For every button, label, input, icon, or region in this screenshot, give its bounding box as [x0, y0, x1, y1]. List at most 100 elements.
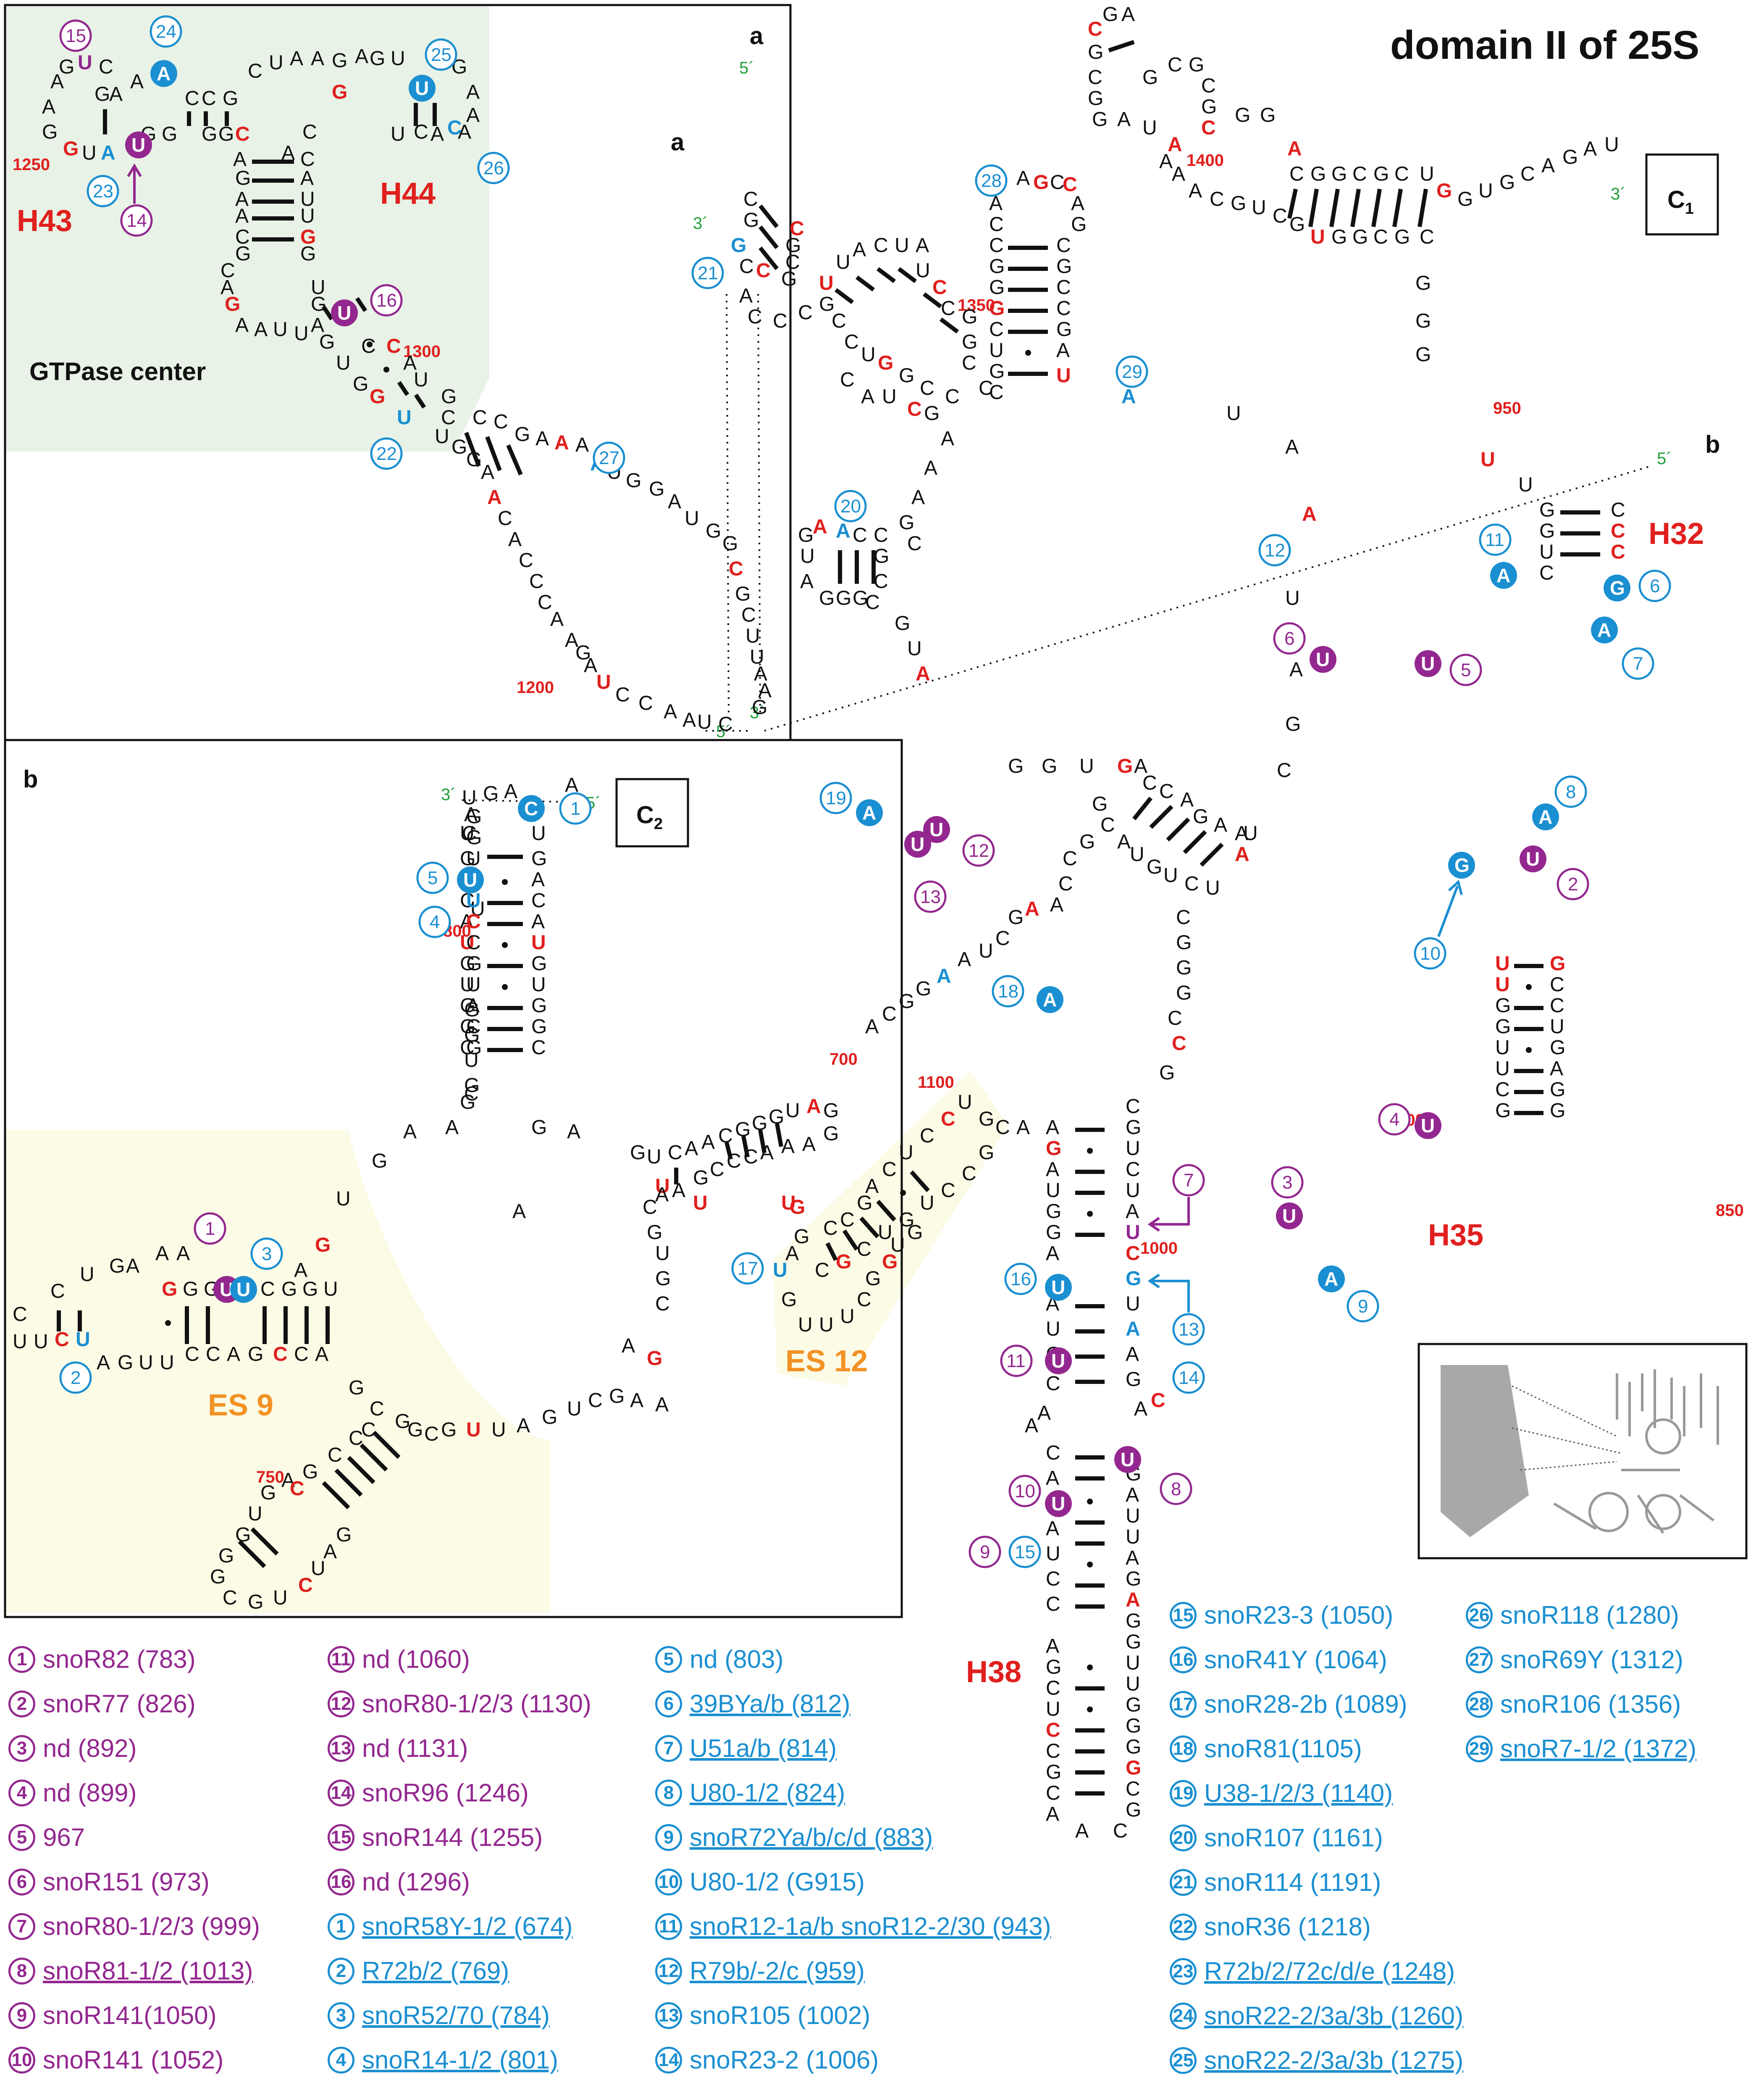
chain-connector: [726, 294, 730, 714]
svg-text:C: C: [185, 1343, 200, 1365]
pseudouridine-site-11: U: [1045, 1347, 1072, 1374]
svg-text:G: G: [1193, 806, 1208, 828]
pseudouridine-site-2: U: [1520, 845, 1546, 872]
svg-text:U: U: [273, 1587, 288, 1609]
svg-text:A: A: [315, 1343, 328, 1365]
legend-number-badge: 5: [8, 1824, 35, 1851]
callout-p16: 16: [370, 284, 403, 317]
svg-text:G: G: [1373, 163, 1389, 185]
svg-text:C: C: [743, 188, 758, 210]
svg-text:C: C: [1520, 163, 1535, 185]
svg-text:C: C: [1172, 1032, 1186, 1055]
svg-text:G: G: [916, 978, 931, 1000]
svg-text:A: A: [311, 314, 324, 336]
svg-text:C: C: [857, 1289, 872, 1311]
svg-text:A: A: [290, 47, 303, 70]
svg-text:26: 26: [483, 158, 504, 179]
svg-text:G: G: [1499, 171, 1515, 194]
svg-text:G: G: [1088, 41, 1103, 63]
svg-text:C: C: [1088, 66, 1102, 89]
svg-text:G: G: [1056, 318, 1072, 341]
legend-number-badge: 1: [8, 1646, 35, 1673]
svg-text:U: U: [1495, 953, 1510, 975]
svg-text:A: A: [1126, 1200, 1139, 1223]
svg-text:G: G: [162, 1278, 177, 1300]
svg-text:A: A: [466, 81, 480, 103]
svg-text:G: G: [743, 209, 759, 231]
svg-text:G: G: [531, 1116, 547, 1139]
legend-text: R72b/2/72c/d/e (1248): [1204, 1957, 1455, 1985]
svg-text:U: U: [819, 1314, 834, 1336]
svg-text:A: A: [445, 1116, 459, 1139]
legend-number-badge: 14: [328, 1780, 354, 1806]
svg-text:A: A: [311, 47, 324, 70]
legend-number-badge: 9: [8, 2002, 35, 2029]
svg-text:U: U: [1079, 755, 1094, 777]
callout-b5: 5: [416, 861, 449, 894]
svg-text:C: C: [460, 890, 475, 912]
svg-text:A: A: [1071, 192, 1084, 215]
svg-text:C: C: [1184, 873, 1199, 895]
svg-text:C: C: [531, 1037, 546, 1059]
svg-text:C: C: [531, 890, 546, 912]
svg-text:G: G: [336, 1524, 352, 1546]
svg-text:G: G: [1436, 180, 1452, 202]
svg-text:G: G: [1126, 1757, 1141, 1779]
svg-text:G: G: [1550, 1037, 1565, 1059]
svg-text:G: G: [235, 167, 251, 189]
svg-text:G: G: [1079, 831, 1095, 853]
svg-text:C: C: [529, 570, 544, 593]
svg-text:U: U: [878, 1221, 892, 1244]
svg-text:G: G: [647, 1221, 662, 1244]
svg-text:G: G: [1415, 272, 1431, 294]
svg-text:17: 17: [738, 1258, 758, 1279]
svg-text:U: U: [1126, 1179, 1140, 1202]
svg-text:G: G: [878, 352, 893, 374]
helix-label-h32: H32: [1648, 517, 1704, 551]
svg-text:U: U: [1420, 163, 1434, 185]
legend-number-badge: 16: [328, 1869, 354, 1895]
legend-text: snoR106 (1356): [1500, 1690, 1681, 1718]
callout-b25: 25: [425, 38, 457, 71]
svg-text:U: U: [1126, 1137, 1140, 1160]
svg-text:G: G: [302, 1461, 318, 1483]
svg-text:C: C: [790, 218, 804, 240]
helix-label-h43: H43: [17, 204, 72, 238]
legend-text: nd (803): [690, 1645, 784, 1673]
svg-text:20: 20: [840, 496, 861, 517]
svg-text:G: G: [1033, 171, 1049, 194]
svg-text:C: C: [874, 570, 888, 593]
svg-text:C: C: [206, 1343, 220, 1365]
svg-text:U: U: [1285, 587, 1300, 609]
svg-text:C: C: [13, 1303, 27, 1326]
svg-text:C: C: [1046, 1373, 1060, 1395]
svg-text:U: U: [1126, 1526, 1140, 1548]
svg-text:C: C: [989, 381, 1004, 404]
svg-text:C: C: [1046, 1568, 1060, 1590]
svg-text:G: G: [300, 226, 316, 248]
five-prime-label: 5´: [739, 59, 754, 77]
svg-text:U: U: [920, 1192, 934, 1214]
svg-text:A: A: [813, 516, 827, 538]
legend-text: snoR69Y (1312): [1500, 1646, 1683, 1674]
svg-text:C: C: [1046, 1442, 1060, 1464]
callout-p15: 15: [59, 19, 92, 52]
svg-text:8: 8: [1171, 1479, 1181, 1499]
svg-text:A: A: [800, 570, 814, 593]
five-prime-label: 5´: [1657, 449, 1672, 468]
svg-text:A: A: [355, 45, 368, 68]
svg-text:G: G: [225, 293, 240, 315]
svg-text:C: C: [844, 331, 859, 353]
panel-b-label-secondary: b: [1705, 431, 1720, 458]
svg-text:A: A: [458, 121, 471, 143]
pseudouridine-site-6: U: [1310, 646, 1336, 673]
svg-text:12: 12: [1265, 540, 1285, 561]
svg-text:U: U: [882, 386, 897, 408]
svg-text:14: 14: [126, 210, 147, 231]
svg-text:G: G: [218, 1545, 234, 1567]
